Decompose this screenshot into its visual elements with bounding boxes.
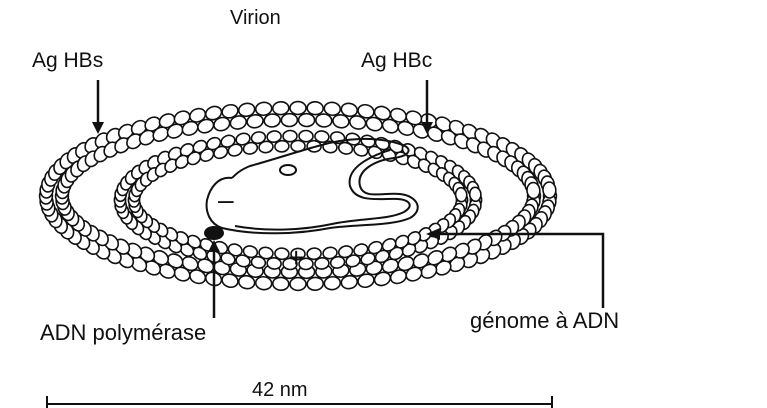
diagram-title: Virion	[230, 8, 281, 28]
label-adn-polymerase: ADN polymérase	[40, 322, 206, 344]
label-genome: génome à ADN	[470, 310, 619, 332]
arrow-head-hbs	[92, 122, 104, 134]
envelope-bead	[272, 277, 289, 291]
capsid-bead	[455, 187, 468, 202]
envelope-bead	[281, 113, 297, 126]
capsid-bead	[307, 247, 322, 260]
capsid-bead	[469, 187, 481, 202]
envelope-bead	[542, 182, 556, 199]
envelope-bead	[272, 101, 289, 115]
genome-nick-circle	[280, 165, 296, 175]
envelope-bead	[290, 102, 306, 115]
polymerase-dot	[204, 226, 224, 240]
label-ag-hbc: Ag HBc	[361, 50, 432, 71]
envelope-bead	[526, 182, 540, 199]
label-plus-strand: +	[288, 244, 304, 272]
envelope-bead	[298, 113, 314, 126]
label-minus-strand: –	[218, 186, 234, 214]
envelope-bead	[307, 277, 324, 291]
envelope-bead	[290, 278, 306, 291]
envelope-bead	[307, 101, 324, 115]
label-ag-hbs: Ag HBs	[32, 50, 103, 71]
capsid-bead	[274, 140, 289, 153]
scale-bar-label: 42 nm	[252, 380, 308, 400]
